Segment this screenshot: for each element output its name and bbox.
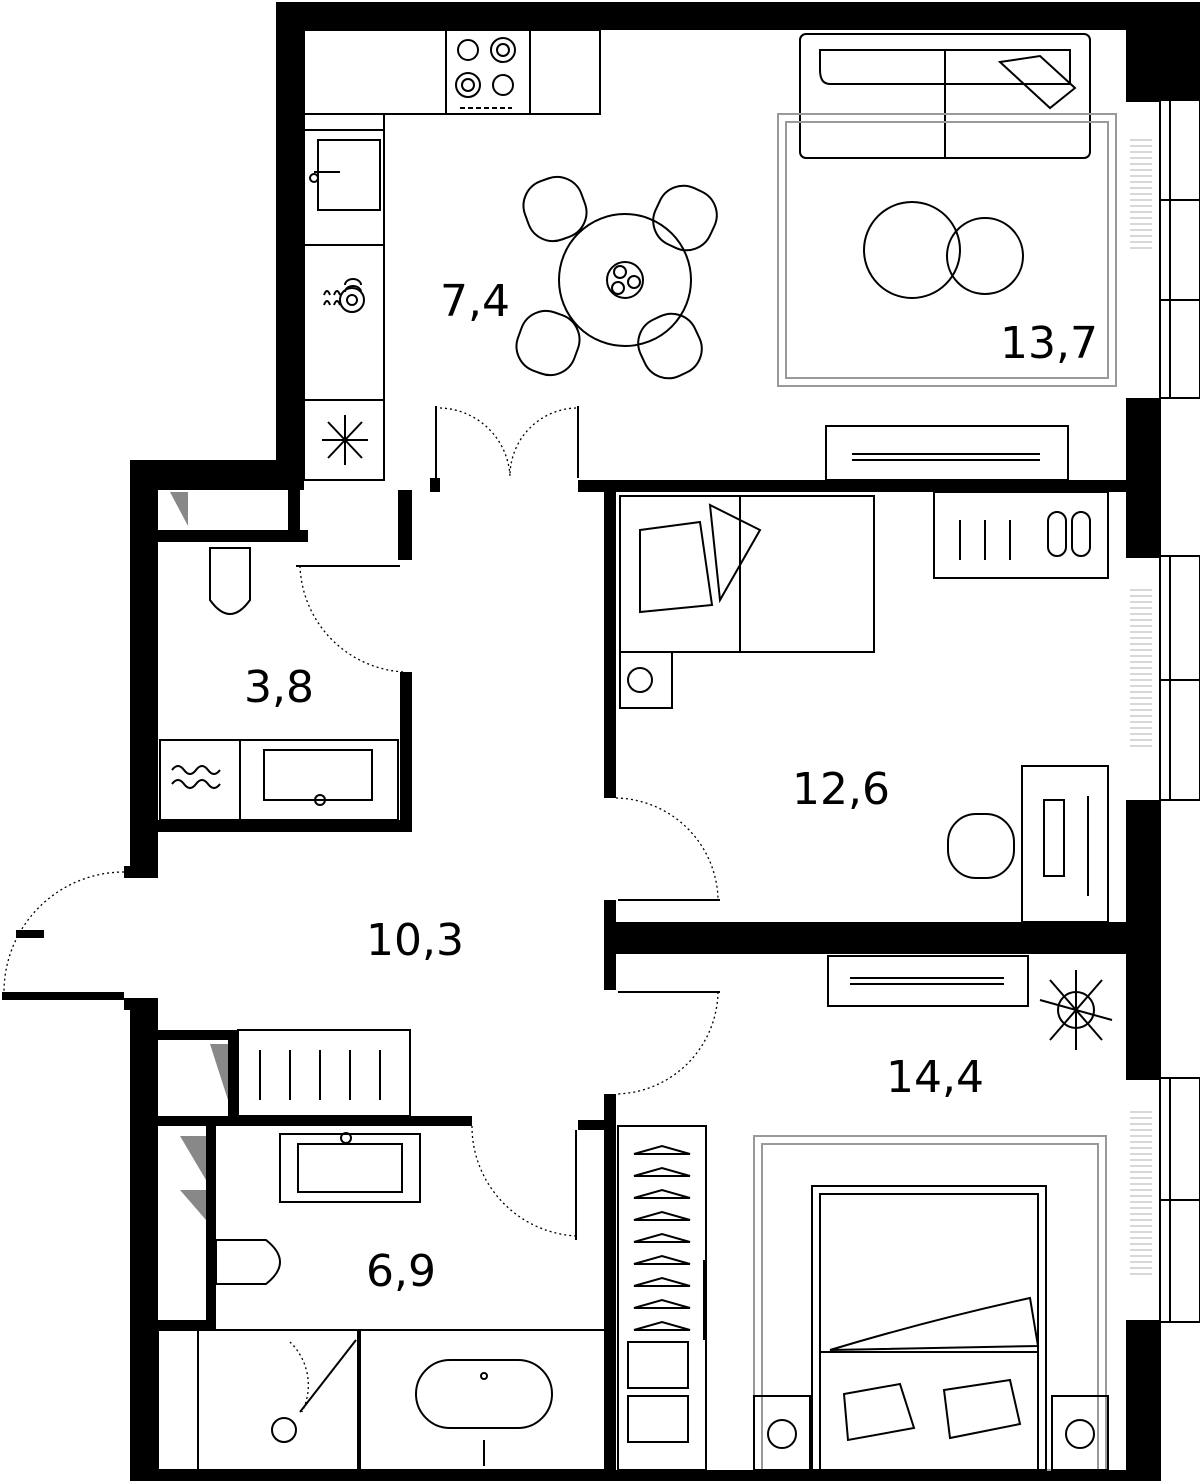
room-area-hall: 10,3 — [366, 915, 464, 966]
hanger-icon — [633, 1276, 691, 1287]
dining-table-icon — [558, 213, 692, 347]
stove-icon — [445, 29, 531, 115]
nightstand-icon — [619, 651, 673, 709]
tv-unit-icon — [827, 955, 1029, 1007]
wardrobe-icon — [933, 491, 1109, 579]
wc-furniture: 3,8 — [159, 492, 405, 821]
rug-icon — [777, 113, 1117, 387]
hanger-icon — [633, 1298, 691, 1309]
washing-machine-icon — [159, 739, 241, 821]
desk-icon — [1021, 765, 1109, 923]
bed-icon — [811, 1185, 1047, 1471]
bedroom-master-furniture: 14,4 — [617, 955, 1113, 1471]
hanger-icon — [633, 1232, 691, 1243]
chair-icon — [947, 813, 1015, 879]
room-area-wc: 3,8 — [244, 662, 314, 713]
hanger-icon — [633, 1166, 691, 1177]
wardrobe-icon — [617, 1125, 707, 1471]
living-furniture: 13,7 — [777, 33, 1117, 481]
hanger-icon — [633, 1188, 691, 1199]
toilet-icon — [209, 547, 251, 615]
windows — [1130, 99, 1200, 1323]
tv-unit-icon — [825, 425, 1069, 481]
room-area-bedroom-master: 14,4 — [886, 1052, 984, 1103]
bedroom-small-furniture: 12,6 — [615, 491, 1109, 923]
hanger-icon — [633, 1254, 691, 1265]
dishwasher-icon — [323, 278, 365, 313]
fridge-icon — [322, 415, 368, 465]
sink-icon — [309, 139, 381, 211]
bathroom-furniture: 6,9 — [157, 1029, 607, 1471]
wardrobe-icon — [237, 1029, 411, 1117]
washbasin-icon — [239, 739, 399, 821]
hanger-icon — [633, 1144, 691, 1155]
nightstand-icon — [753, 1395, 1109, 1471]
plant-icon — [1039, 970, 1113, 1050]
bed-icon — [619, 495, 875, 653]
hall-area: 10,3 — [3, 406, 720, 1240]
sofa-icon — [799, 33, 1091, 159]
bathtub-icon — [359, 1329, 607, 1471]
hanger-icon — [633, 1320, 691, 1331]
hanger-icon — [633, 1210, 691, 1221]
room-area-living: 13,7 — [1000, 318, 1098, 369]
kitchen-furniture: 7,4 — [303, 29, 718, 481]
room-area-kitchen: 7,4 — [440, 276, 510, 327]
chair-icon — [515, 175, 718, 380]
room-area-bathroom: 6,9 — [366, 1246, 436, 1297]
toilet-icon — [215, 1239, 281, 1285]
shower-icon — [157, 1329, 359, 1471]
room-area-bedroom-small: 12,6 — [792, 764, 890, 815]
washbasin-icon — [279, 1132, 421, 1203]
